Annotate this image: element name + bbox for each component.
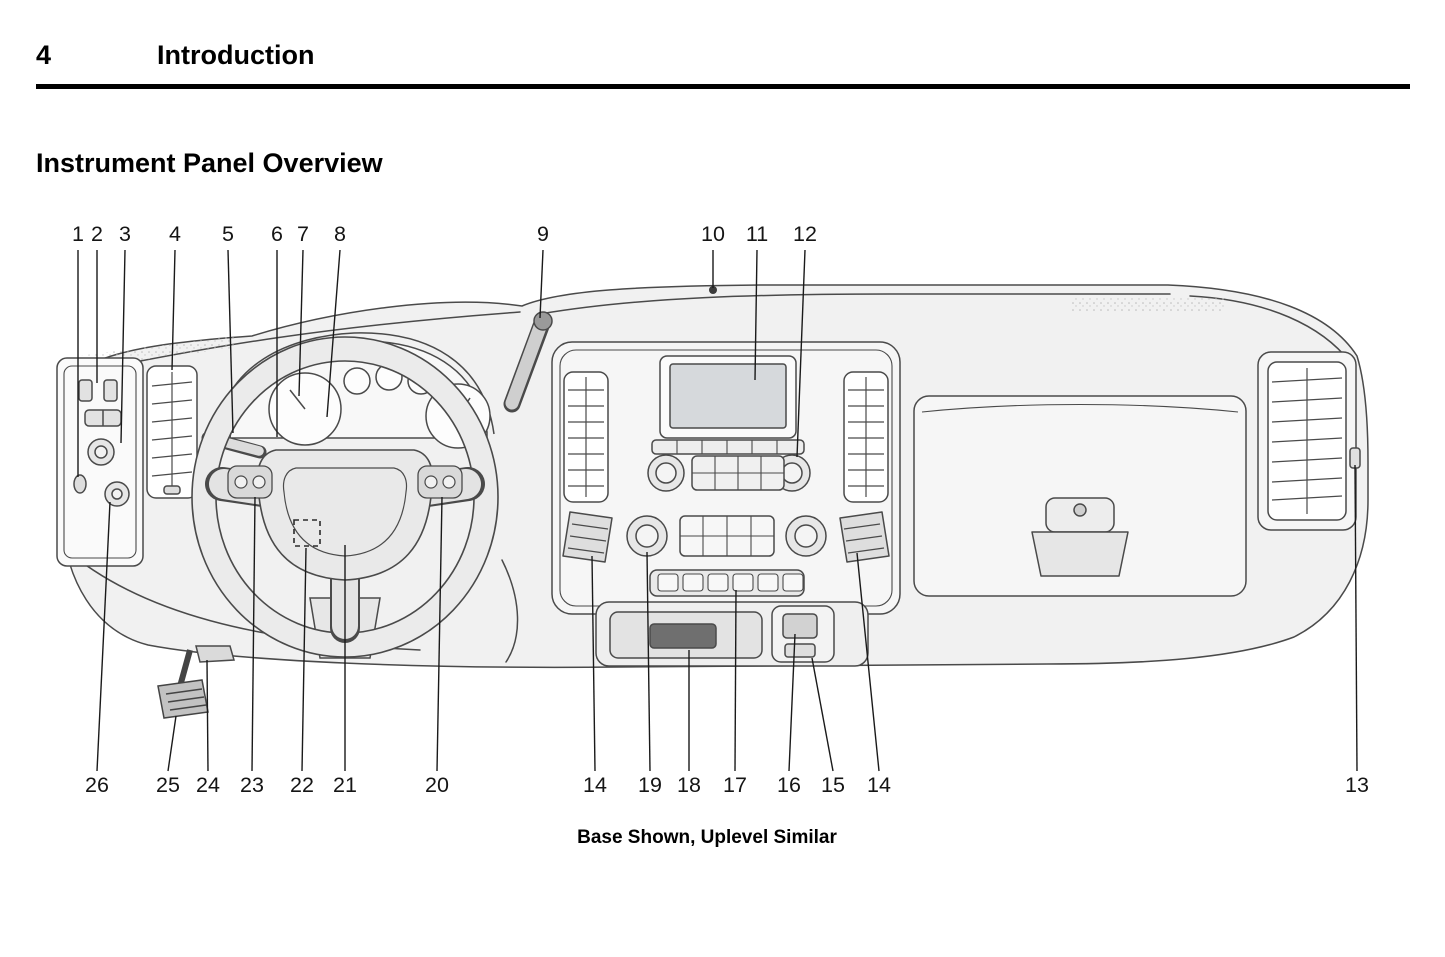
callout-12: 12: [793, 222, 817, 246]
callout-17: 17: [723, 773, 747, 797]
callout-16: 16: [777, 773, 801, 797]
callout-14-left: 14: [583, 773, 607, 797]
left-air-vent: [146, 365, 198, 499]
callout-14-right: 14: [867, 773, 891, 797]
horn-area-dashed-box: [293, 519, 321, 547]
power-outlet: [771, 605, 835, 663]
steering-wheel-controls-right: [417, 465, 463, 499]
callout-1: 1: [72, 222, 84, 246]
callout-24: 24: [196, 773, 220, 797]
park-brake-pedal: [157, 649, 209, 719]
center-left-vent: [563, 371, 609, 503]
lower-right-vent: [839, 511, 890, 563]
lower-left-vent: [562, 511, 613, 563]
callout-25: 25: [156, 773, 180, 797]
leader-lines: [77, 249, 1358, 772]
driver-door-controls: [56, 357, 144, 567]
glove-box-latch: [1031, 497, 1129, 577]
dash-top-sensor: [709, 286, 717, 294]
callout-18: 18: [677, 773, 701, 797]
shift-lever: [503, 311, 553, 413]
callout-11: 11: [746, 222, 768, 246]
radio: [647, 355, 811, 492]
callout-5: 5: [222, 222, 234, 246]
figure-caption: Base Shown, Uplevel Similar: [577, 827, 837, 848]
callout-10: 10: [701, 222, 725, 246]
right-air-vent: [1257, 351, 1361, 531]
callout-6: 6: [271, 222, 283, 246]
header-rule: [36, 84, 1410, 89]
small-gauge: [343, 367, 371, 395]
callout-4: 4: [169, 222, 181, 246]
section-title: Instrument Panel Overview: [36, 148, 383, 178]
callout-9: 9: [537, 222, 549, 246]
callout-21: 21: [333, 773, 357, 797]
window-switch-left: [78, 379, 93, 402]
callout-19: 19: [638, 773, 662, 797]
callout-13: 13: [1345, 773, 1369, 797]
chapter-title: Introduction: [157, 40, 315, 70]
callout-8: 8: [334, 222, 346, 246]
tray-slot: [649, 623, 717, 649]
center-right-vent: [843, 371, 889, 503]
lower-center-panel: [595, 601, 869, 667]
callout-7: 7: [297, 222, 309, 246]
callout-20: 20: [425, 773, 449, 797]
radio-display: [669, 363, 787, 429]
steering-wheel-controls-left: [227, 465, 273, 499]
glove-box: [913, 395, 1247, 597]
hood-release-lever: [195, 645, 235, 663]
door-small-button: [73, 474, 87, 494]
page-number: 4: [36, 40, 52, 70]
callout-numbers: 1 2 3 4 5 6 7 8 9 10 11 12 26 25 24 23 2…: [72, 222, 1369, 797]
callout-2: 2: [91, 222, 103, 246]
callout-23: 23: [240, 773, 264, 797]
callout-3: 3: [119, 222, 131, 246]
center-stack: [551, 341, 901, 615]
callout-15: 15: [821, 773, 845, 797]
climate-controls: [626, 515, 827, 557]
switch-bank: [649, 569, 805, 597]
window-switch-right: [103, 379, 118, 402]
callout-22: 22: [290, 773, 314, 797]
callout-26: 26: [85, 773, 109, 797]
